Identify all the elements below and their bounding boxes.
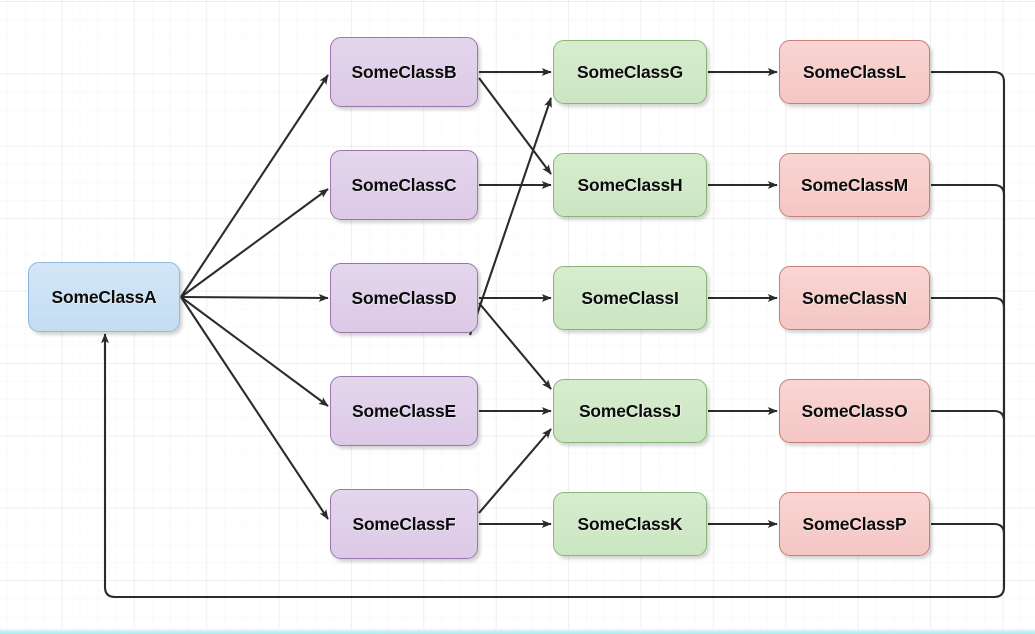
edge-b-h	[478, 77, 552, 175]
node-label: SomeClassJ	[578, 400, 682, 421]
node-label: SomeClassA	[51, 286, 157, 307]
node-someclassp[interactable]: SomeClassP	[779, 492, 930, 556]
node-someclassg[interactable]: SomeClassG	[553, 40, 707, 104]
edge-o-feedback	[931, 409, 1006, 520]
node-someclassl[interactable]: SomeClassL	[779, 40, 930, 104]
node-someclassi[interactable]: SomeClassI	[553, 266, 707, 330]
edge-a-c	[180, 188, 329, 298]
edge-f-j	[478, 428, 552, 514]
node-label: SomeClassK	[577, 513, 683, 534]
edge-m-feedback	[931, 183, 1006, 300]
edge-d-g	[469, 97, 552, 336]
node-someclassj[interactable]: SomeClassJ	[553, 379, 707, 443]
edge-n-feedback	[931, 296, 1006, 420]
node-someclassf[interactable]: SomeClassF	[330, 489, 478, 559]
node-label: SomeClassB	[351, 61, 457, 82]
node-someclassb[interactable]: SomeClassB	[330, 37, 478, 107]
node-label: SomeClassG	[577, 61, 683, 82]
bottom-accent-band	[0, 629, 1035, 634]
edge-l-feedback	[931, 70, 1006, 300]
node-label: SomeClassI	[581, 287, 679, 308]
edge-a-e	[180, 296, 329, 407]
node-someclasso[interactable]: SomeClassO	[779, 379, 930, 443]
edge-p-feedback	[931, 522, 1006, 587]
node-someclasse[interactable]: SomeClassE	[330, 376, 478, 446]
edge-d-j	[478, 302, 552, 390]
node-someclassn[interactable]: SomeClassN	[779, 266, 930, 330]
node-label: SomeClassH	[577, 174, 683, 195]
node-someclassd[interactable]: SomeClassD	[330, 263, 478, 333]
node-label: SomeClassL	[802, 61, 907, 82]
node-label: SomeClassD	[351, 287, 457, 308]
node-label: SomeClassF	[352, 513, 456, 534]
node-label: SomeClassE	[351, 400, 457, 421]
edge-a-f	[180, 296, 329, 520]
node-label: SomeClassP	[802, 513, 907, 534]
node-label: SomeClassM	[801, 174, 908, 195]
node-someclassm[interactable]: SomeClassM	[779, 153, 930, 217]
node-someclassc[interactable]: SomeClassC	[330, 150, 478, 220]
node-someclassk[interactable]: SomeClassK	[553, 492, 707, 556]
node-label: SomeClassN	[802, 287, 907, 308]
edge-a-d	[180, 293, 329, 302]
node-label: SomeClassC	[351, 174, 457, 195]
node-someclassa[interactable]: SomeClassA	[28, 262, 180, 332]
node-label: SomeClassO	[801, 400, 908, 421]
edge-a-b	[180, 74, 329, 298]
node-someclassh[interactable]: SomeClassH	[553, 153, 707, 217]
